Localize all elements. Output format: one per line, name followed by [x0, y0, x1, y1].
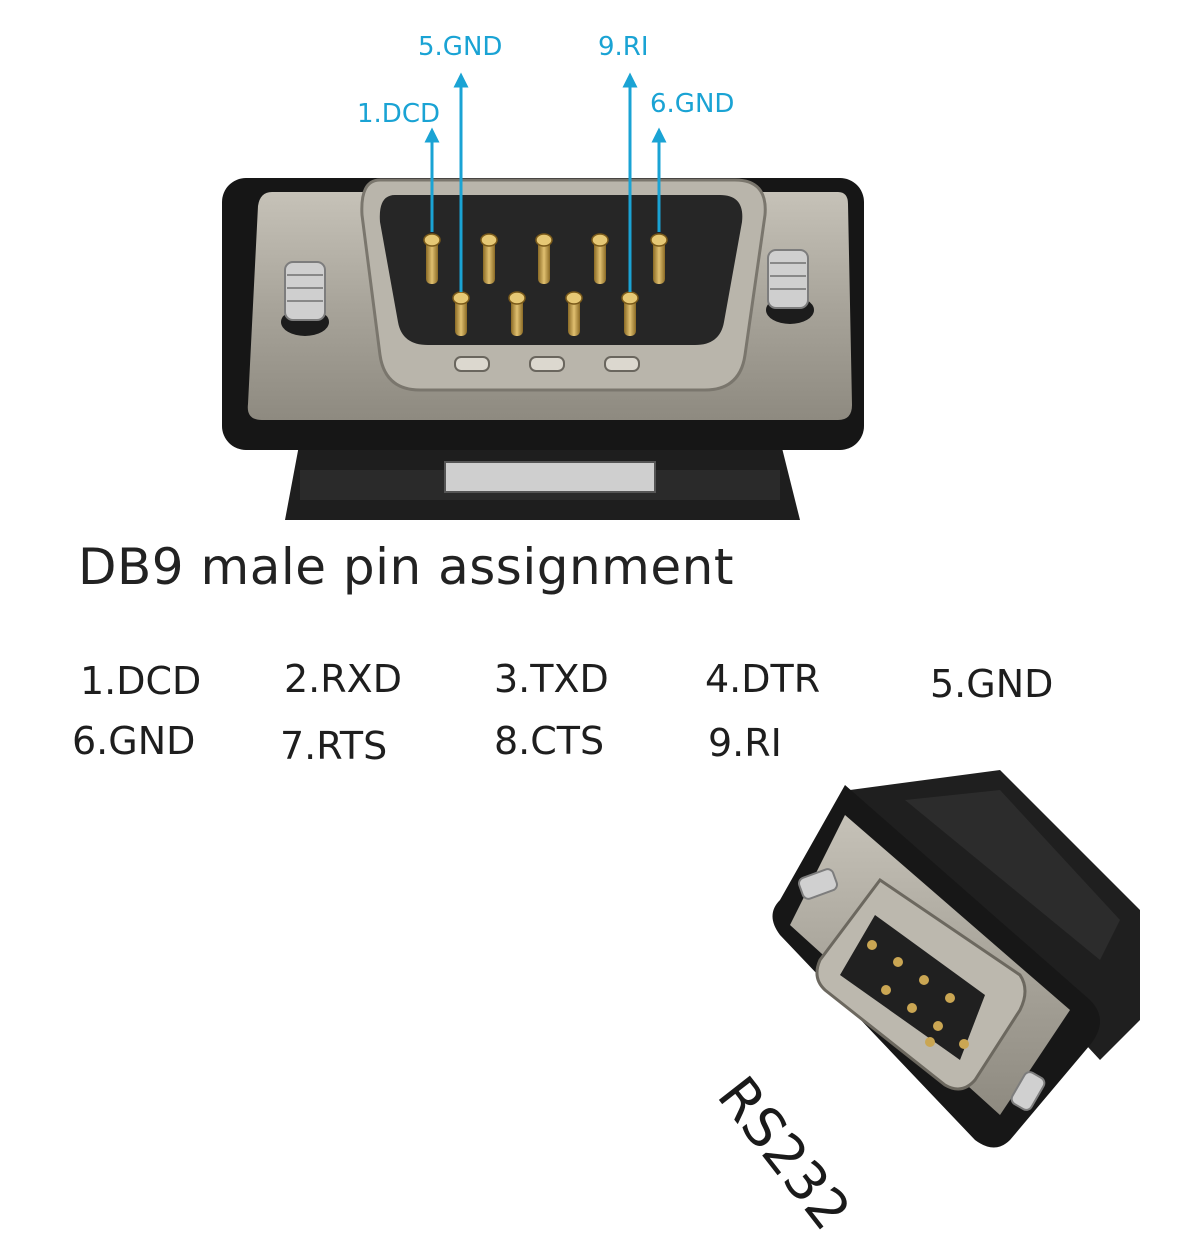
callout-label-pin5: 5.GND	[418, 32, 502, 62]
pin-label-9: 9.RI	[708, 721, 782, 765]
pin-2	[480, 233, 498, 284]
pin-6	[452, 291, 470, 336]
angled-d-cavity	[840, 915, 985, 1060]
angled-pins	[867, 940, 969, 1049]
pin-label-1: 1.DCD	[80, 659, 202, 703]
pin-3	[535, 233, 553, 284]
pin-row-bottom	[452, 291, 639, 336]
pin-label-4: 4.DTR	[705, 657, 821, 701]
pin-5	[650, 233, 668, 284]
pin-4	[591, 233, 609, 284]
brand-plate	[444, 461, 656, 493]
callout-label-pin6: 6.GND	[650, 89, 734, 119]
pin-1	[423, 233, 441, 284]
callout-label-pin1: 1.DCD	[357, 99, 440, 129]
pin-label-3: 3.TXD	[494, 657, 609, 701]
pin-9	[621, 291, 639, 336]
screw-icon	[798, 868, 838, 900]
shell-dimple	[604, 356, 640, 372]
d-shell-cavity	[379, 195, 743, 345]
angled-ribs	[905, 790, 1120, 960]
pin-row-top	[423, 233, 668, 284]
diagram-canvas: 1.DCD 5.GND 9.RI 6.GND	[222, 32, 1140, 1148]
callout-label-pin9: 9.RI	[598, 32, 649, 62]
pin-label-7: 7.RTS	[280, 724, 388, 768]
shell-dimple	[529, 356, 565, 372]
pin-8	[565, 291, 583, 336]
pin-label-6: 6.GND	[72, 719, 196, 763]
connector-front-view	[222, 178, 864, 520]
callout-labels: 1.DCD 5.GND 9.RI 6.GND	[357, 32, 734, 129]
screw-icon	[766, 249, 814, 324]
screw-icon	[281, 261, 329, 336]
shell-dimple	[454, 356, 490, 372]
pin-label-2: 2.RXD	[284, 657, 402, 701]
page-title: DB9 male pin assignment	[78, 538, 734, 596]
screw-icon	[1010, 1071, 1046, 1111]
pin-label-8: 8.CTS	[494, 719, 605, 763]
pin-7	[508, 291, 526, 336]
connector-angled-view	[772, 770, 1140, 1148]
callout-arrows	[424, 72, 667, 292]
pin-label-5: 5.GND	[930, 662, 1054, 706]
